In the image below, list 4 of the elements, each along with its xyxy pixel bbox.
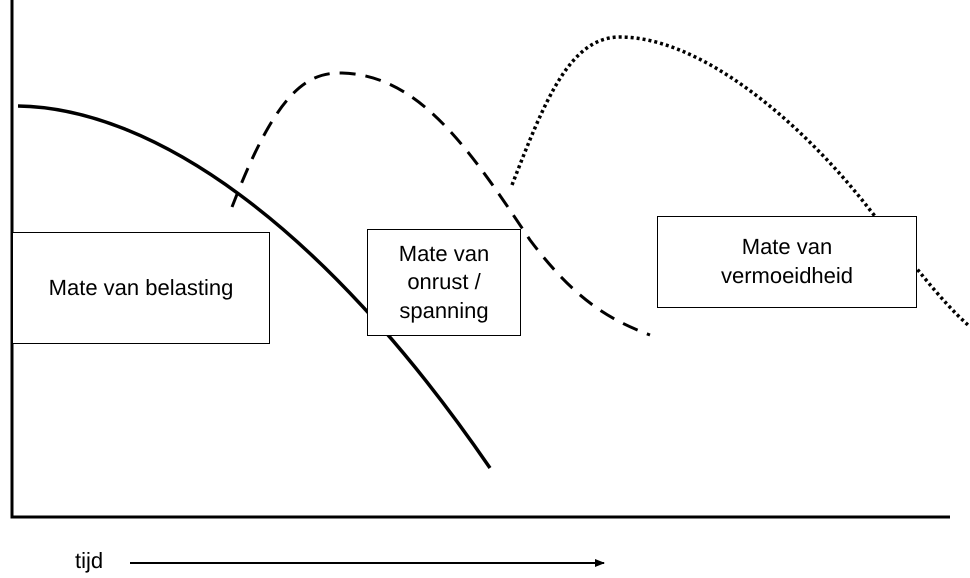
text-box: Mate van belasting bbox=[12, 232, 270, 344]
axis-label: tijd bbox=[75, 548, 104, 574]
text-box: Mate van vermoeidheid bbox=[657, 216, 917, 308]
text-box: Mate van onrust / spanning bbox=[367, 229, 521, 336]
